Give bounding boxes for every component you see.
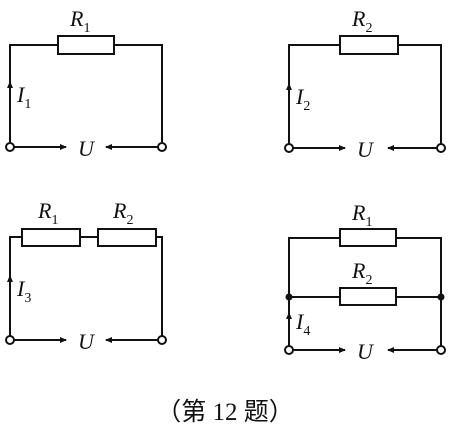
circuit-2 (284, 35, 446, 153)
label-r1: R1 (351, 200, 372, 230)
label-i2: I2 (295, 84, 310, 114)
label-i4: I4 (295, 309, 310, 339)
label-r2: R2 (351, 6, 372, 36)
circuit-1 (5, 35, 167, 152)
junction-node-left (285, 293, 293, 301)
label-i1: I1 (16, 82, 31, 112)
label-r1: R1 (37, 198, 58, 228)
circuit-4 (284, 228, 446, 355)
terminal-right (157, 335, 167, 345)
branch-upper-wire (288, 237, 442, 297)
label-voltage: U (357, 137, 375, 162)
resistor-r2 (339, 35, 399, 55)
circuit-3 (5, 228, 167, 345)
figure-caption: （第 12 题） (156, 398, 294, 426)
resistor-r1 (57, 35, 115, 55)
terminal-right (436, 345, 446, 355)
resistor-r2 (339, 287, 397, 306)
label-r2: R2 (351, 258, 372, 288)
resistor-r1 (21, 228, 81, 247)
resistor-r1 (339, 228, 397, 247)
terminal-left (5, 142, 15, 152)
circuit-2-wire (288, 44, 442, 147)
label-voltage: U (78, 136, 96, 161)
terminal-left (5, 335, 15, 345)
terminal-right (436, 143, 446, 153)
resistor-r2 (97, 228, 157, 247)
terminal-right (157, 142, 167, 152)
label-i3: I3 (16, 276, 31, 306)
label-r1: R1 (69, 6, 90, 36)
terminal-left (284, 143, 294, 153)
label-voltage: U (357, 339, 375, 364)
circuit-3-wire (9, 236, 163, 339)
junction-node-right (437, 293, 445, 301)
label-voltage: U (78, 329, 96, 354)
circuit-1-wire (9, 44, 163, 142)
label-r2: R2 (112, 198, 133, 228)
terminal-left (284, 345, 294, 355)
